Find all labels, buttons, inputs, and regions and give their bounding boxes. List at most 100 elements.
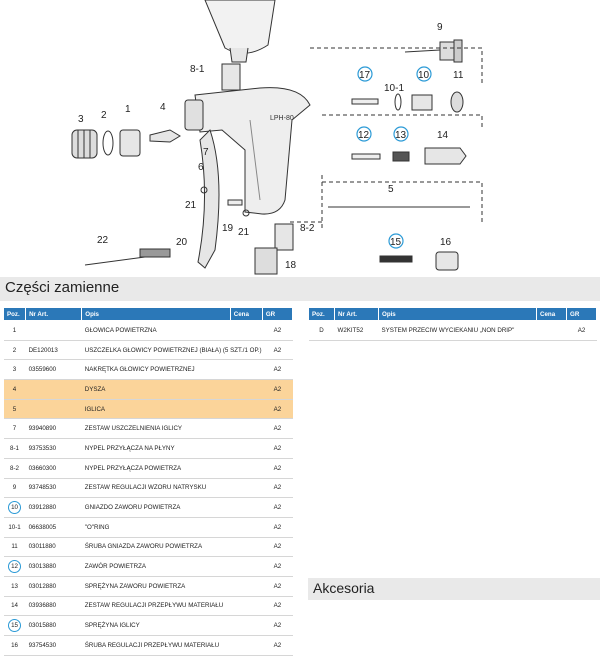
callout-6: 6 <box>198 162 204 173</box>
col-cena: Cena <box>536 307 567 321</box>
callout-11: 11 <box>453 70 464 81</box>
cell-opis: ŚRUBA REGULACJI PRZEPŁYWU MATERIAŁU <box>81 635 231 656</box>
cell-opis: USZCZELKA GŁOWICY POWIETRZNEJ (BIAŁA) (5… <box>81 340 262 361</box>
cell-nr: 06638005 <box>25 517 82 538</box>
cell-opis: SPRĘŻYNA ZAWORU POWIETRZA <box>81 576 231 597</box>
cell-cena <box>230 576 263 597</box>
cell-cena <box>230 359 263 381</box>
cell-gr: A2 <box>262 517 293 538</box>
cell-opis: GNIAZDO ZAWORU POWIETRZA <box>81 497 231 518</box>
col-gr: GR <box>261 307 294 321</box>
cell-poz: 12 <box>3 556 26 577</box>
table-header-row: Poz. Nr Art. Opis Cena GR <box>2 307 294 321</box>
callout-8-2: 8-2 <box>300 223 315 234</box>
cell-cena <box>230 379 263 400</box>
col-nr: Nr Art. <box>25 307 83 321</box>
cell-poz: 16 <box>3 635 26 656</box>
cell-cena <box>230 615 263 636</box>
cell-poz: 15 <box>3 615 26 636</box>
cell-opis: NYPEL PRZYŁĄCZA POWIETRZA <box>81 458 231 479</box>
cell-opis: ŚRUBA GNIAZDA ZAWORU POWIETRZA <box>81 537 231 558</box>
cell-poz: 1 <box>3 320 26 341</box>
cell-opis: NAKRĘTKA GŁOWICY POWIETRZNEJ <box>81 359 231 381</box>
cell-cena <box>230 556 263 577</box>
highlight-circles <box>356 66 432 249</box>
cell-poz: 9 <box>3 478 26 499</box>
cell-gr: A2 <box>262 320 293 341</box>
callout-10-1: 10-1 <box>384 83 404 94</box>
cell-nr <box>25 320 82 341</box>
cell-gr: A2 <box>262 596 293 617</box>
cell-opis: ZESTAW REGULACJI PRZEPŁYWU MATERIAŁU <box>81 596 231 617</box>
cell-poz: 13 <box>3 576 26 597</box>
cell-gr: A2 <box>262 458 293 479</box>
cell-nr: 03559600 <box>25 359 82 381</box>
cell-cena <box>230 517 263 538</box>
cell-cena <box>230 340 263 361</box>
cell-poz: 7 <box>3 418 26 440</box>
cell-gr: A2 <box>262 497 293 518</box>
cell-nr: 03912880 <box>25 497 82 518</box>
callout-3: 3 <box>78 114 84 125</box>
cell-opis: GŁOWICA POWIETRZNA <box>81 320 231 341</box>
exploded-parts-diagram: LPH-80 <box>71 0 483 275</box>
spare-parts-table: Poz. Nr Art. Opis Cena GR 1 GŁOWICA POWIE… <box>2 307 294 656</box>
table-header-row: Poz. Nr Art. Opis Cena GR <box>308 307 597 321</box>
circled-position: 10 <box>8 501 22 515</box>
cell-gr: A2 <box>262 635 293 656</box>
section-title: Akcesoria <box>313 580 375 596</box>
cell-gr: A2 <box>262 359 293 381</box>
col-poz: Poz. <box>2 307 27 321</box>
cell-gr: A2 <box>262 340 293 361</box>
cell-gr: A2 <box>262 615 293 636</box>
cell-nr: 03011880 <box>25 537 82 558</box>
callout-12: 12 <box>358 130 370 141</box>
cell-poz: 11 <box>3 537 26 558</box>
callout-2: 2 <box>101 110 107 121</box>
callout-4: 4 <box>160 102 166 113</box>
callout-17: 17 <box>359 70 371 81</box>
callout-21b: 21 <box>238 227 250 238</box>
cell-poz: 4 <box>3 379 26 400</box>
cell-poz: D <box>308 320 335 341</box>
cell-nr: 93940890 <box>25 418 82 440</box>
col-gr: GR <box>566 307 597 321</box>
cell-nr: 03660300 <box>25 458 82 479</box>
cell-cena <box>230 399 263 420</box>
cell-cena <box>230 497 263 518</box>
cell-poz: 8-2 <box>3 458 26 479</box>
callout-1: 1 <box>125 104 131 115</box>
spare-parts-header: Części zamienne <box>0 277 600 301</box>
cell-cena <box>230 418 263 440</box>
cell-gr: A2 <box>262 537 293 558</box>
cell-gr: A2 <box>262 418 293 440</box>
col-opis: Opis <box>81 307 231 321</box>
cell-cena <box>230 537 263 558</box>
callout-19: 19 <box>222 223 234 234</box>
callout-9: 9 <box>437 22 443 33</box>
cell-nr: 03013880 <box>25 556 82 577</box>
cell-cena <box>230 635 263 656</box>
cell-gr: A2 <box>262 576 293 597</box>
cell-cena <box>230 458 263 479</box>
callout-15: 15 <box>390 237 402 248</box>
svg-text:LPH-80: LPH-80 <box>270 115 294 122</box>
accessories-header: Akcesoria <box>308 578 600 600</box>
cell-opis: "O"RING <box>81 517 231 538</box>
callout-18: 18 <box>285 260 297 271</box>
